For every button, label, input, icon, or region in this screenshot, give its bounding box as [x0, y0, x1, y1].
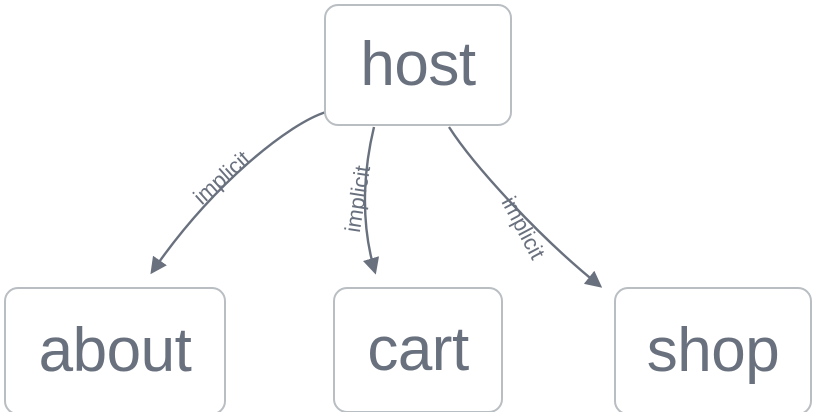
- edge-host-about: [150, 110, 327, 275]
- node-cart[interactable]: cart: [333, 287, 503, 412]
- node-about[interactable]: about: [4, 287, 226, 412]
- node-shop[interactable]: shop: [614, 287, 812, 412]
- node-about-label: about: [38, 316, 192, 385]
- edge-host-cart: [362, 126, 380, 275]
- node-cart-label: cart: [367, 315, 469, 384]
- node-host-label: host: [360, 30, 476, 99]
- node-host[interactable]: host: [324, 4, 512, 126]
- edge-host-shop: [447, 126, 603, 288]
- node-shop-label: shop: [646, 316, 780, 385]
